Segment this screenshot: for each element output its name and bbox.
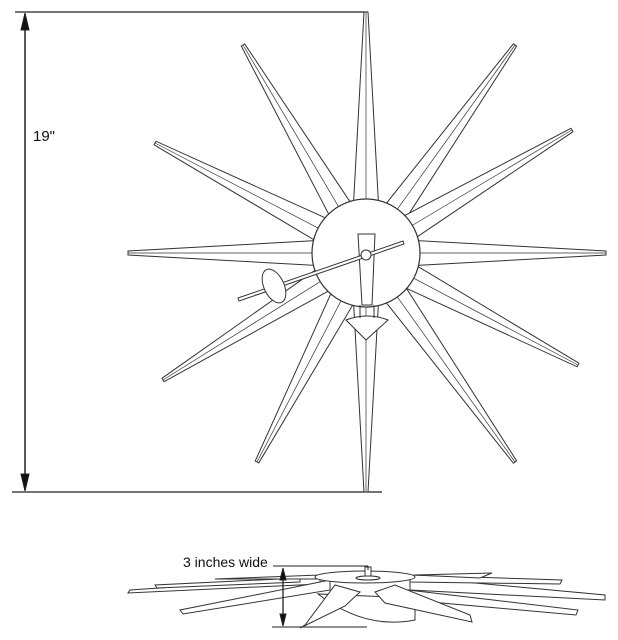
side-view <box>127 566 606 629</box>
clock-rays <box>127 11 607 493</box>
height-dimension-label: 19" <box>33 128 56 145</box>
depth-dimension <box>272 565 369 628</box>
counterweight <box>261 268 287 304</box>
height-dimension <box>12 11 382 493</box>
center-pin <box>360 249 372 261</box>
pendant-weight <box>345 315 389 341</box>
depth-dimension-label: 3 inches wide <box>183 554 268 570</box>
